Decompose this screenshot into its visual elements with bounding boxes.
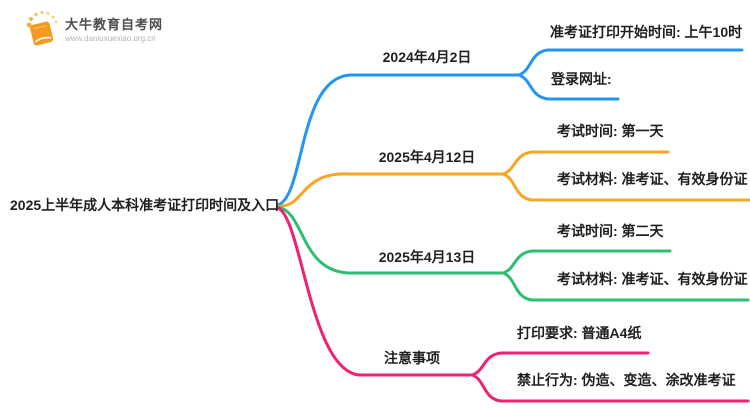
leaf-login-url: 登录网址: <box>551 71 612 87</box>
site-logo: 大牛教育自考网 www.daniuxuexiao.org.cn <box>24 8 163 53</box>
branch-node-date-2: 2025年4月12日 <box>378 149 476 165</box>
leaf-exam-time-day2: 考试时间: 第二天 <box>557 223 664 239</box>
site-url: www.daniuxuexiao.org.cn <box>65 34 156 43</box>
leaf-exam-time-day1: 考试时间: 第一天 <box>557 123 664 139</box>
branch-node-notes: 注意事项 <box>384 350 440 366</box>
leaf-print-requirement: 打印要求: 普通A4纸 <box>517 325 642 341</box>
leaf-exam-materials-2: 考试材料: 准考证、有效身份证 <box>557 271 748 287</box>
site-name: 大牛教育自考网 <box>65 17 164 32</box>
branch-3-lines <box>276 205 750 302</box>
leaf-exam-materials-1: 考试材料: 准考证、有效身份证 <box>557 171 748 187</box>
branch-2-lines <box>276 150 750 208</box>
leaf-print-start-time: 准考证打印开始时间: 上午10时 <box>550 24 743 40</box>
branch-node-date-1: 2024年4月2日 <box>382 49 472 65</box>
branch-node-date-3: 2025年4月13日 <box>378 249 476 265</box>
branch-1-lines <box>276 48 744 207</box>
book-sunburst-icon <box>24 8 60 53</box>
leaf-forbidden-behavior: 禁止行为: 伪造、变造、涂改准考证 <box>517 372 736 388</box>
branch-4-lines <box>276 206 750 403</box>
mindmap-root-topic: 2025上半年成人本科准考证打印时间及入口 <box>10 197 280 213</box>
